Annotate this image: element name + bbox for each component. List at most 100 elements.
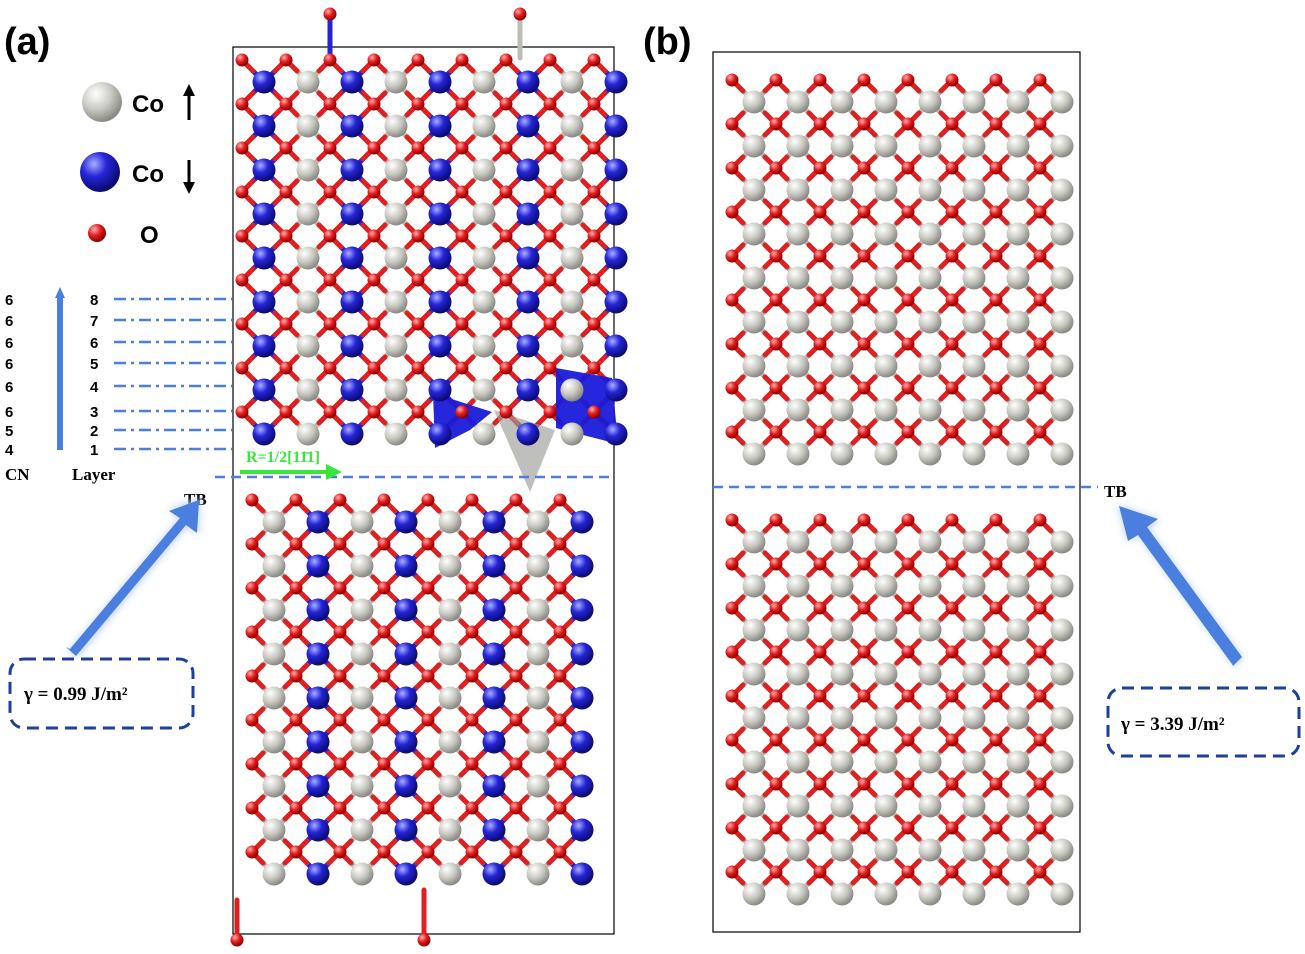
co-up-atom — [918, 310, 942, 334]
oxygen-atom — [945, 601, 959, 615]
oxygen-atom — [857, 73, 871, 87]
co-up-atom — [830, 134, 854, 158]
co-up-atom — [438, 818, 462, 842]
co-up-atom — [962, 178, 986, 202]
co-up-atom — [1050, 574, 1074, 598]
co-up-atom — [830, 662, 854, 686]
oxygen-atom — [769, 73, 783, 87]
co-up-atom — [384, 422, 408, 446]
oxygen-atom — [587, 185, 601, 199]
co-down-atom — [516, 70, 540, 94]
co-down-atom — [428, 70, 452, 94]
co-up-atom — [526, 642, 550, 666]
co-up-atom — [350, 862, 374, 886]
oxygen-atom — [945, 689, 959, 703]
co-up-atom — [786, 354, 810, 378]
oxygen-atom — [725, 117, 739, 131]
oxygen-atom — [411, 317, 425, 331]
oxygen-atom — [901, 205, 915, 219]
co-up-atom — [786, 398, 810, 422]
oxygen-atom — [725, 777, 739, 791]
co-up-atom — [526, 554, 550, 578]
co-down-atom — [482, 862, 506, 886]
co-up-atom — [262, 686, 286, 710]
co-up-atom — [262, 862, 286, 886]
oxygen-atom — [411, 229, 425, 243]
oxygen-atom — [377, 493, 391, 507]
gamma-box-b — [1106, 686, 1301, 758]
oxygen-atom — [769, 205, 783, 219]
co-down-atom — [482, 510, 506, 534]
oxygen-atom — [1033, 337, 1047, 351]
co-up-atom — [1050, 794, 1074, 818]
oxygen-atom — [725, 381, 739, 395]
oxygen-atom — [901, 689, 915, 703]
oxygen-atom — [857, 161, 871, 175]
oxygen-atom — [587, 53, 601, 67]
co-up-atom — [438, 862, 462, 886]
oxygen-atom — [945, 425, 959, 439]
co-up-atom — [830, 838, 854, 862]
oxygen-atom — [333, 581, 347, 595]
co-up-atom — [296, 246, 320, 270]
co-up-atom — [962, 134, 986, 158]
oxygen-atom — [769, 733, 783, 747]
cn-value: 6 — [5, 379, 13, 396]
oxygen-atom — [989, 73, 1003, 87]
co-up-atom — [962, 706, 986, 730]
layer-value: 5 — [90, 356, 98, 373]
oxygen-atom — [769, 601, 783, 615]
co-up-atom — [350, 642, 374, 666]
oxygen-atom — [769, 337, 783, 351]
co-up-atom — [472, 246, 496, 270]
co-up-atom — [742, 706, 766, 730]
co-down-atom — [252, 290, 276, 314]
co-up-atom — [918, 574, 942, 598]
oxygen-atom — [1033, 73, 1047, 87]
oxygen-atom — [543, 53, 557, 67]
co-down-atom — [428, 114, 452, 138]
oxygen-atom — [945, 777, 959, 791]
layer-value: 3 — [90, 404, 98, 421]
oxygen-atom — [901, 381, 915, 395]
oxygen-atom — [945, 821, 959, 835]
co-up-atom — [1050, 882, 1074, 906]
co-up-atom — [1006, 618, 1030, 642]
spin-up-arrow-icon — [183, 84, 195, 120]
co-up-atom — [438, 510, 462, 534]
oxygen-atom — [509, 801, 523, 815]
oxygen-atom — [553, 713, 567, 727]
oxygen-atom — [509, 493, 523, 507]
co-down-atom — [428, 202, 452, 226]
oxygen-atom — [901, 293, 915, 307]
oxygen-atom — [857, 645, 871, 659]
legend-co-up-sphere — [82, 82, 122, 122]
co-up-atom — [560, 246, 584, 270]
oxygen-atom — [587, 361, 601, 375]
co-up-atom — [350, 818, 374, 842]
co-up-atom — [1006, 706, 1030, 730]
oxygen-atom — [769, 381, 783, 395]
legend-oxygen-sphere — [88, 224, 106, 242]
oxygen-atom — [945, 557, 959, 571]
co-up-atom — [526, 510, 550, 534]
oxygen-atom — [901, 821, 915, 835]
co-up-atom — [742, 354, 766, 378]
oxygen-atom — [1033, 733, 1047, 747]
oxygen-atom — [901, 865, 915, 879]
oxygen-atom — [553, 801, 567, 815]
oxygen-atom — [421, 669, 435, 683]
oxygen-atom — [230, 933, 244, 947]
oxygen-atom — [333, 625, 347, 639]
legend-co-up-label: Co — [132, 91, 164, 118]
oxygen-atom — [289, 757, 303, 771]
oxygen-atom — [465, 493, 479, 507]
oxygen-atom — [289, 669, 303, 683]
oxygen-atom — [901, 425, 915, 439]
oxygen-atom — [499, 405, 513, 419]
co-down-atom — [252, 422, 276, 446]
oxygen-atom — [543, 141, 557, 155]
oxygen-atom — [377, 845, 391, 859]
oxygen-atom — [587, 229, 601, 243]
